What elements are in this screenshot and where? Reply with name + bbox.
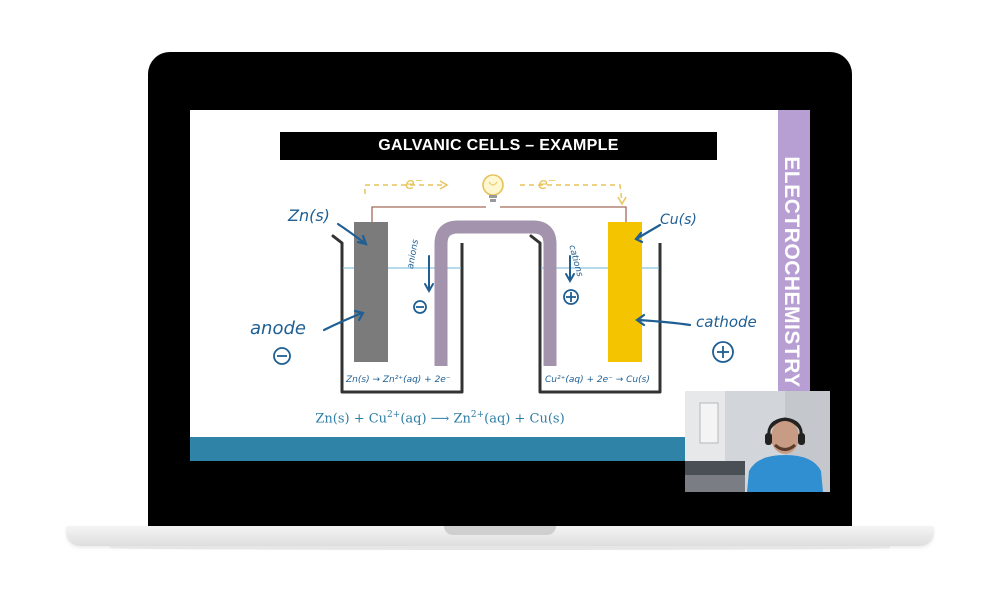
copper-label: Cu(s) <box>660 212 697 228</box>
person-torso <box>747 455 823 492</box>
right-beaker <box>538 243 662 394</box>
copper-electrode <box>608 222 642 362</box>
plus-sign-icon-cathode <box>712 341 734 363</box>
anode-label: anode <box>250 318 306 339</box>
electron-arrow-right <box>520 184 623 203</box>
half-reaction-cathode: Cu²⁺(aq) + 2e⁻ → Cu(s) <box>545 375 650 385</box>
minus-sign-icon-bridge <box>413 300 427 314</box>
zinc-electrode <box>354 222 388 362</box>
electron-label-left: e⁻ <box>405 174 424 193</box>
minus-sign-icon-anode <box>273 347 291 365</box>
left-beaker <box>340 243 464 394</box>
electron-label-right: e⁻ <box>538 174 557 193</box>
webcam-feed <box>685 391 830 492</box>
electron-arrow-right-head <box>617 196 627 206</box>
laptop-base-shadow <box>110 546 890 550</box>
galvanic-cell-diagram <box>273 174 734 394</box>
cathode-label: cathode <box>696 313 757 331</box>
zinc-label: Zn(s) <box>288 206 330 225</box>
slide-title: GALVANIC CELLS – EXAMPLE <box>280 132 717 160</box>
electron-arrow-left <box>364 184 445 194</box>
laptop-base-notch <box>444 526 556 535</box>
salt-bridge <box>434 220 557 366</box>
overall-equation: Zn(s) + Cu2+(aq) ⟶ Zn2+(aq) + Cu(s) <box>315 410 565 427</box>
plus-sign-icon-bridge <box>563 289 579 305</box>
external-wire <box>371 206 627 222</box>
side-bar-label: ELECTROCHEMISTRY <box>780 156 803 388</box>
webcam-overlay <box>685 391 830 492</box>
electron-arrow-left-head <box>439 180 449 190</box>
light-bulb-icon <box>482 174 504 202</box>
laptop-base <box>66 526 934 546</box>
half-reaction-anode: Zn(s) → Zn²⁺(aq) + 2e⁻ <box>346 375 451 385</box>
